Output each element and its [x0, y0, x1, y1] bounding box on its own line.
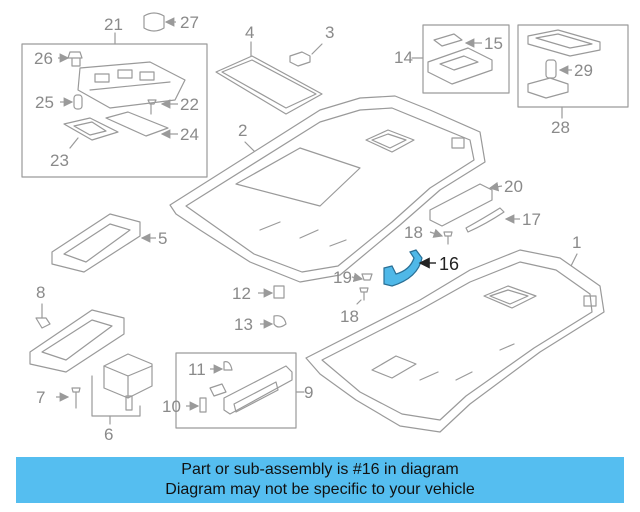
callout-8: 8	[36, 283, 45, 302]
box-9: 9 11 10	[162, 352, 313, 429]
callout-3: 3	[325, 23, 334, 42]
callout-1: 1	[572, 233, 581, 252]
headliner-1: 1	[305, 233, 605, 433]
callout-7: 7	[36, 388, 45, 407]
part-3-clip: 3	[289, 23, 334, 67]
callout-23: 23	[50, 151, 69, 170]
part-19: 19	[333, 268, 373, 287]
callout-24: 24	[180, 125, 199, 144]
box-14: 14 15	[394, 24, 510, 94]
bulb-25	[73, 94, 83, 110]
part-5: 5	[51, 213, 167, 273]
part-17: 17	[465, 207, 541, 233]
callout-4: 4	[245, 23, 254, 42]
callout-6: 6	[104, 425, 113, 444]
callout-5: 5	[158, 229, 167, 248]
banner-line-1: Part or sub-assembly is #16 in diagram	[181, 461, 459, 478]
part-8: 8	[29, 283, 125, 373]
lens-24	[105, 111, 169, 137]
part-6: 6	[91, 353, 153, 444]
part-20: 20	[429, 177, 523, 227]
callout-14: 14	[394, 48, 413, 67]
lens-23	[63, 117, 119, 141]
box-28: 29 28	[517, 24, 629, 137]
callout-20: 20	[504, 177, 523, 196]
callout-2: 2	[238, 121, 247, 140]
callout-22: 22	[180, 95, 199, 114]
info-banner: Part or sub-assembly is #16 in diagram D…	[16, 457, 624, 503]
callout-27: 27	[180, 13, 199, 32]
callout-21: 21	[104, 15, 123, 34]
callout-25: 25	[35, 93, 54, 112]
callout-16: 16	[439, 254, 459, 274]
callout-10: 10	[162, 397, 181, 416]
map-lamp-housing	[77, 61, 186, 109]
part-27: 27	[143, 12, 199, 32]
part-4-panel: 4	[215, 23, 323, 115]
callout-11: 11	[188, 360, 206, 379]
callout-26: 26	[34, 49, 53, 68]
part-18-upper: 18	[404, 223, 453, 245]
callout-12: 12	[232, 284, 251, 303]
part-7: 7	[36, 387, 81, 409]
callout-19: 19	[333, 268, 352, 287]
callout-15: 15	[484, 34, 503, 53]
callout-17: 17	[522, 210, 541, 229]
banner-line-2: Diagram may not be specific to your vehi…	[165, 481, 475, 498]
part-16-grab-handle: 16	[383, 249, 459, 287]
callout-29: 29	[574, 61, 593, 80]
callout-18-upper: 18	[404, 223, 423, 242]
callout-18-lower: 18	[340, 307, 359, 326]
part-12: 12	[232, 284, 285, 303]
callout-9: 9	[304, 383, 313, 402]
callout-28: 28	[551, 118, 570, 137]
box-21: 21 26 25 22 23 24	[21, 15, 208, 178]
callout-13: 13	[234, 315, 253, 334]
clip-26	[67, 51, 83, 67]
headliner-2: 2	[169, 95, 486, 283]
part-13: 13	[234, 315, 287, 334]
screw-22	[147, 99, 157, 115]
part-18-lower: 18	[340, 287, 369, 326]
